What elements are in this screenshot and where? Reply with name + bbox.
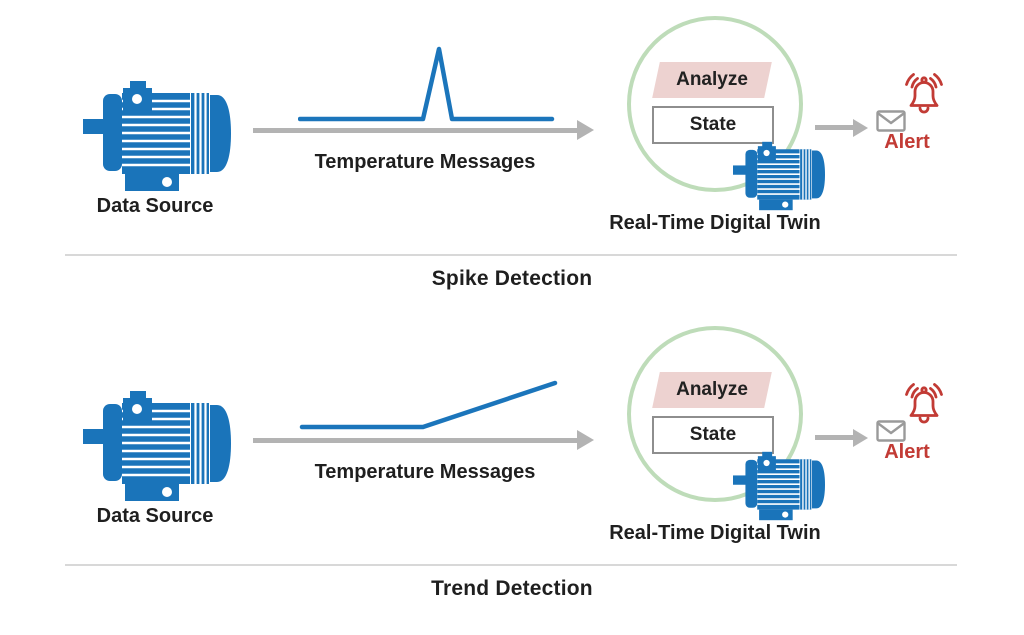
- section-divider: [65, 564, 957, 566]
- section-divider: [65, 254, 957, 256]
- digital-twin-caption: Real-Time Digital Twin: [609, 212, 821, 234]
- section-title-spike: Spike Detection: [431, 267, 593, 290]
- data-source-label: Data Source: [96, 195, 214, 217]
- data-source-label: Data Source: [96, 505, 214, 527]
- trend-signal: [299, 380, 558, 430]
- bell-alarm-icon: [900, 73, 948, 119]
- motor-icon: [83, 390, 231, 502]
- state-box: State: [652, 106, 774, 144]
- alert-label: Alert: [884, 131, 930, 153]
- messages-label: Temperature Messages: [314, 461, 536, 483]
- message-flow-arrow-head: [577, 430, 594, 450]
- motor-icon: [83, 80, 231, 192]
- spike-signal: [298, 46, 555, 122]
- section-title-trend: Trend Detection: [431, 577, 593, 600]
- message-flow-arrow-head: [577, 120, 594, 140]
- bell-alarm-icon: [900, 383, 948, 429]
- digital-twin-circle: [627, 326, 803, 502]
- messages-label: Temperature Messages: [314, 151, 536, 173]
- digital-twin-caption: Real-Time Digital Twin: [609, 522, 821, 544]
- digital-twin-circle: [627, 16, 803, 192]
- twin-motor-icon: [733, 141, 825, 211]
- message-flow-arrow-line: [253, 128, 579, 133]
- analyze-label: Analyze: [676, 69, 748, 90]
- twin-motor-icon: [733, 451, 825, 521]
- alert-arrow-head: [853, 429, 868, 447]
- alert-label: Alert: [884, 441, 930, 463]
- alert-arrow-line: [815, 435, 853, 440]
- analyze-label: Analyze: [676, 379, 748, 400]
- alert-arrow-head: [853, 119, 868, 137]
- state-box: State: [652, 416, 774, 454]
- message-flow-arrow-line: [253, 438, 579, 443]
- detection-section-trend: Data Source Temperature Messages Analyze…: [0, 310, 1024, 635]
- alert-arrow-line: [815, 125, 853, 130]
- detection-section-spike: Data Source Temperature Messages Analyze…: [65, 16, 957, 290]
